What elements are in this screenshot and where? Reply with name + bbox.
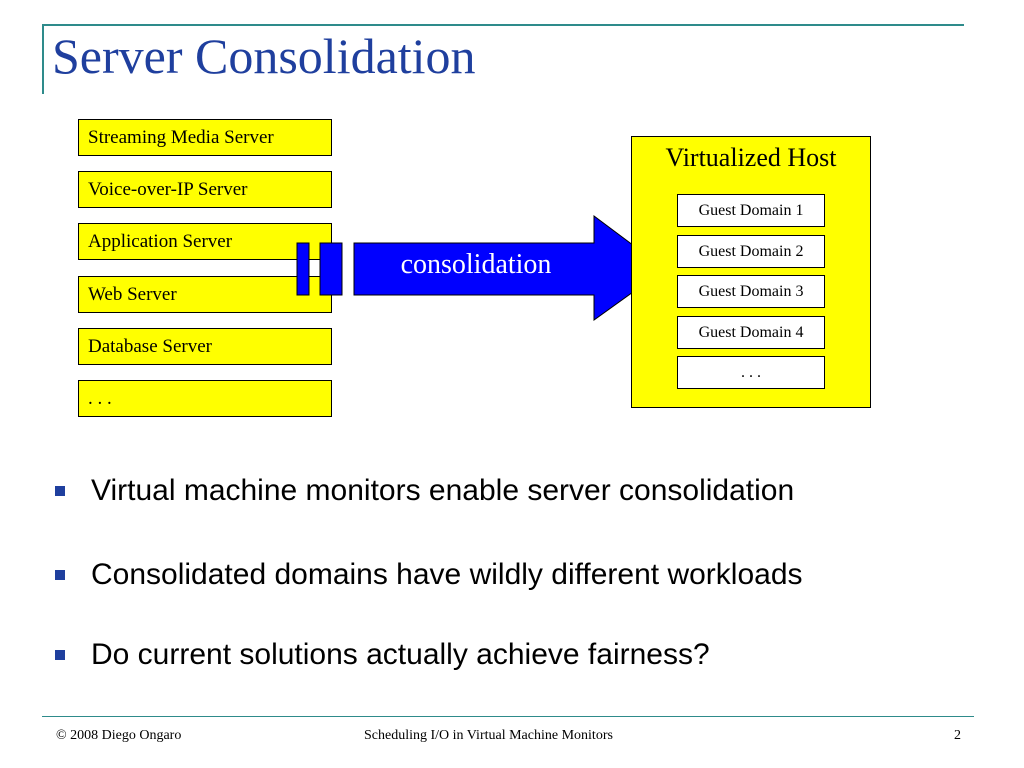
server-box-web: Web Server <box>78 276 332 313</box>
guest-domain-4: Guest Domain 4 <box>677 316 825 349</box>
bullet-item: Virtual machine monitors enable server c… <box>52 468 992 514</box>
guest-domain-3: Guest Domain 3 <box>677 275 825 308</box>
bullet-square-icon <box>55 650 65 660</box>
footer-copyright: © 2008 Diego Ongaro <box>56 728 182 743</box>
bullet-item: Do current solutions actually achieve fa… <box>52 632 992 678</box>
arrow-bar-1 <box>296 242 310 296</box>
arrow-label: consolidation <box>400 249 552 280</box>
arrow-body <box>353 215 666 321</box>
host-title: Virtualized Host <box>665 143 837 172</box>
slide-title: Server Consolidation <box>52 28 476 84</box>
bullet-item: Consolidated domains have wildly differe… <box>52 552 992 598</box>
bullet-square-icon <box>55 486 65 496</box>
bullet-square-icon <box>55 570 65 580</box>
guest-domain-1: Guest Domain 1 <box>677 194 825 227</box>
bullet-text: Do current solutions actually achieve fa… <box>91 638 710 671</box>
footer-talk-title: Scheduling I/O in Virtual Machine Monito… <box>364 728 613 743</box>
frame-top-line <box>42 24 964 26</box>
frame-left-line <box>42 24 44 94</box>
footer-page-number: 2 <box>954 728 961 743</box>
server-box-voip: Voice-over-IP Server <box>78 171 332 208</box>
footer-line <box>42 716 974 717</box>
bullet-text: Virtual machine monitors enable server c… <box>91 474 795 507</box>
server-box-application: Application Server <box>78 223 332 260</box>
server-box-more: . . . <box>78 380 332 417</box>
arrow-bar-2 <box>319 242 343 296</box>
guest-domain-more: . . . <box>677 356 825 389</box>
consolidation-arrow <box>296 215 666 321</box>
server-box-database: Database Server <box>78 328 332 365</box>
server-box-streaming: Streaming Media Server <box>78 119 332 156</box>
bullet-text: Consolidated domains have wildly differe… <box>91 558 803 591</box>
guest-domain-2: Guest Domain 2 <box>677 235 825 268</box>
